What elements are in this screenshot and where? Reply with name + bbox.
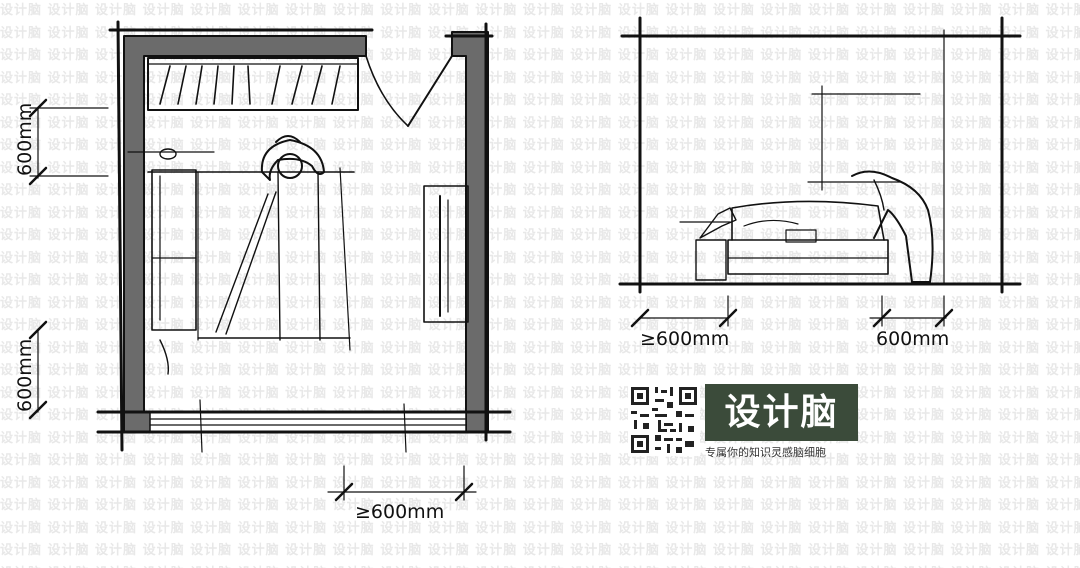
plan-left-dim-bottom: 600mm	[14, 338, 36, 412]
watermark-row: 设计脑 设计脑 设计脑 设计脑 设计脑 设计脑 设计脑 设计脑 设计脑 设计脑 …	[0, 498, 1080, 513]
watermark-row: 设计脑 设计脑 设计脑 设计脑 设计脑 设计脑 设计脑 设计脑 设计脑 设计脑 …	[0, 563, 1080, 568]
elevation-right-dim: 600mm	[876, 328, 950, 350]
watermark-row: 设计脑 设计脑 设计脑 设计脑 设计脑 设计脑 设计脑 设计脑 设计脑 设计脑 …	[0, 183, 1080, 198]
watermark-row: 设计脑 设计脑 设计脑 设计脑 设计脑 设计脑 设计脑 设计脑 设计脑 设计脑 …	[0, 475, 1080, 491]
brand-tagline: 专属你的知识灵感脑细胞	[705, 446, 826, 459]
watermark-row: 设计脑 设计脑 设计脑 设计脑 设计脑 设计脑 设计脑 设计脑 设计脑 设计脑 …	[0, 318, 1080, 333]
watermark-row: 设计脑 设计脑 设计脑 设计脑 设计脑 设计脑 设计脑 设计脑 设计脑 设计脑 …	[0, 453, 1080, 468]
watermark-row: 设计脑 设计脑 设计脑 设计脑 设计脑 设计脑 设计脑 设计脑 设计脑 设计脑 …	[0, 363, 1080, 378]
watermark-row: 设计脑 设计脑 设计脑 设计脑 设计脑 设计脑 设计脑 设计脑 设计脑 设计脑 …	[0, 70, 1080, 86]
elevation-left-dim: ≥600mm	[640, 328, 730, 350]
watermark-row: 设计脑 设计脑 设计脑 设计脑 设计脑 设计脑 设计脑 设计脑 设计脑 设计脑 …	[0, 543, 1080, 558]
watermark-row: 设计脑 设计脑 设计脑 设计脑 设计脑 设计脑 设计脑 设计脑 设计脑 设计脑 …	[0, 295, 1080, 311]
watermark-row: 设计脑 设计脑 设计脑 设计脑 设计脑 设计脑 设计脑 设计脑 设计脑 设计脑 …	[0, 3, 1080, 18]
watermark-row: 设计脑 设计脑 设计脑 设计脑 设计脑 设计脑 设计脑 设计脑 设计脑 设计脑 …	[0, 340, 1080, 356]
watermark-row: 设计脑 设计脑 设计脑 设计脑 设计脑 设计脑 设计脑 设计脑 设计脑 设计脑 …	[0, 93, 1080, 108]
plan-bottom-dim: ≥600mm	[355, 501, 445, 523]
watermark-row: 设计脑 设计脑 设计脑 设计脑 设计脑 设计脑 设计脑 设计脑 设计脑 设计脑 …	[0, 250, 1080, 266]
brand-logo: 设计脑	[705, 384, 858, 441]
elevation-view-drawing	[618, 16, 1022, 328]
watermark-row: 设计脑 设计脑 设计脑 设计脑 设计脑 设计脑 设计脑 设计脑 设计脑 设计脑 …	[0, 520, 1080, 536]
watermark-row: 设计脑 设计脑 设计脑 设计脑 设计脑 设计脑 设计脑 设计脑 设计脑 设计脑 …	[0, 115, 1080, 131]
qr-code-icon	[628, 384, 700, 456]
window-opening	[149, 411, 467, 433]
plan-left-dim-top: 600mm	[14, 102, 36, 176]
plan-wall-right	[451, 31, 489, 433]
